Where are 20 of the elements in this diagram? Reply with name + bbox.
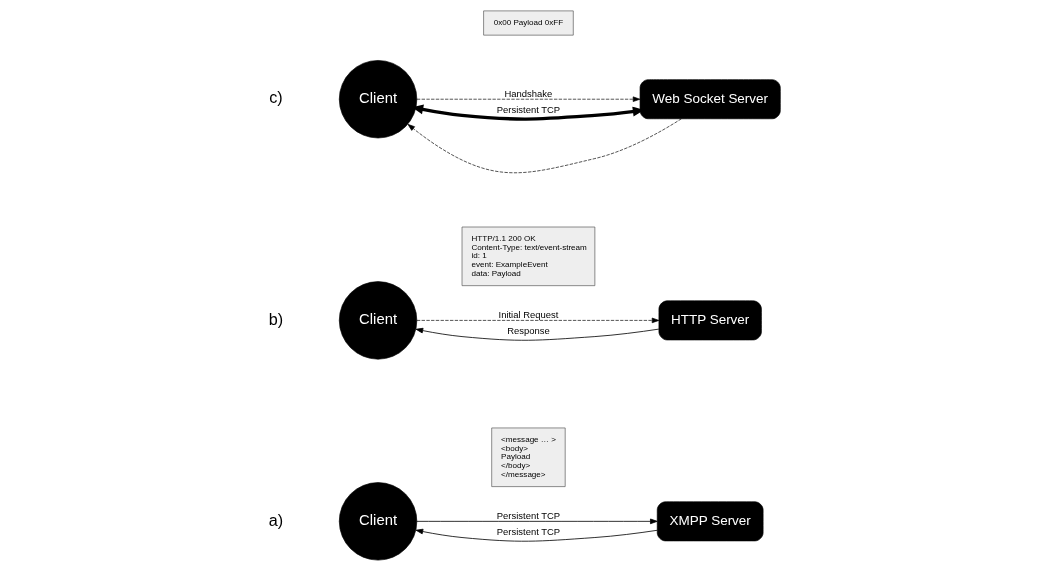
edge-label: Handshake bbox=[504, 87, 553, 99]
edge-label: Persistent TCP bbox=[496, 509, 561, 521]
node-box: Web Socket Server bbox=[639, 79, 781, 120]
node-box: XMPP Server bbox=[656, 501, 764, 542]
edge-label: Persistent TCP bbox=[496, 525, 561, 537]
arrow bbox=[415, 528, 658, 542]
arrow bbox=[416, 317, 660, 324]
label: b) bbox=[268, 309, 284, 328]
label: a) bbox=[268, 510, 284, 529]
arrow bbox=[416, 96, 641, 102]
node-circle: Client bbox=[338, 482, 418, 561]
node-box: HTTP Server bbox=[658, 300, 762, 341]
label: c) bbox=[269, 88, 283, 107]
edge-label: Initial Request bbox=[498, 308, 559, 320]
edge-label: Response bbox=[507, 325, 550, 337]
node-circle: Client bbox=[338, 281, 418, 360]
arrow bbox=[416, 518, 658, 525]
arrow bbox=[415, 327, 660, 341]
arrow bbox=[407, 118, 682, 174]
edge-label: Persistent TCP bbox=[496, 103, 561, 115]
